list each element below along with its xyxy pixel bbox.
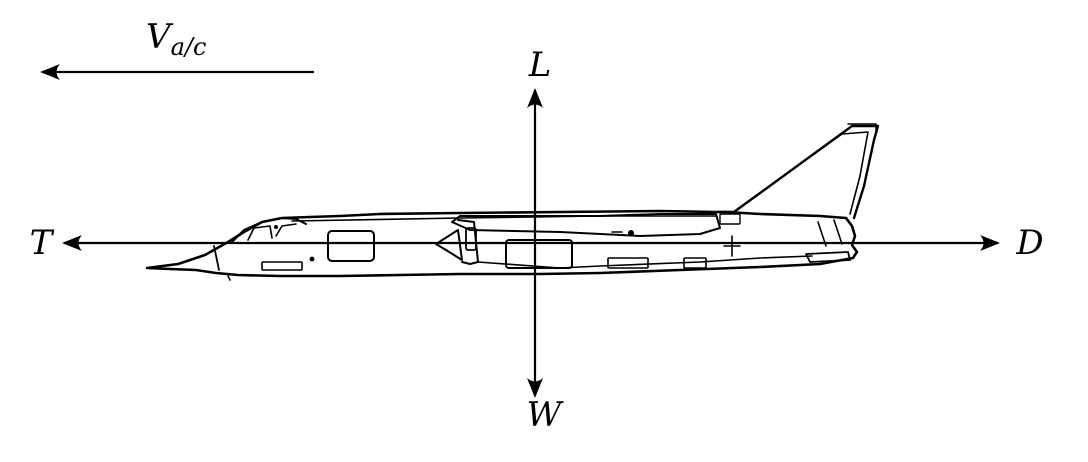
- lift-label: L: [528, 45, 552, 85]
- side-panel: [327, 230, 375, 262]
- tail-fin-inner: [735, 131, 869, 215]
- force-arrows: [40, 64, 1000, 398]
- velocity-symbol: V: [146, 17, 174, 57]
- velocity-subscript: a/c: [171, 33, 207, 61]
- weight-label: W: [527, 395, 565, 435]
- tail-fin: [716, 124, 880, 220]
- exhaust: [805, 251, 851, 263]
- drag-label: D: [1015, 223, 1043, 263]
- intake-upper: [451, 213, 721, 237]
- velocity-label: Va/c: [146, 17, 206, 61]
- tail-fin-edge: [847, 123, 877, 135]
- thrust-label: T: [30, 223, 55, 263]
- rivet-1: [628, 230, 634, 236]
- nose-cone: [213, 245, 220, 271]
- belly-fairing: [477, 255, 813, 269]
- belly-panel: [505, 239, 573, 269]
- rivet-2: [309, 256, 315, 262]
- hatch-4: [719, 213, 741, 225]
- intake-lip: [435, 229, 463, 261]
- rivet-3: [274, 225, 278, 229]
- hatch-3: [261, 261, 303, 271]
- canopy-frame: [247, 225, 273, 241]
- hatch-1: [607, 257, 649, 269]
- probe-mark: [723, 235, 741, 257]
- canopy-frame-2: [275, 223, 297, 237]
- gear-door: [227, 275, 231, 281]
- aircraft-outline: [145, 123, 880, 281]
- intake-door: [465, 227, 477, 251]
- canopy: [231, 217, 307, 243]
- hatch-2: [683, 257, 707, 269]
